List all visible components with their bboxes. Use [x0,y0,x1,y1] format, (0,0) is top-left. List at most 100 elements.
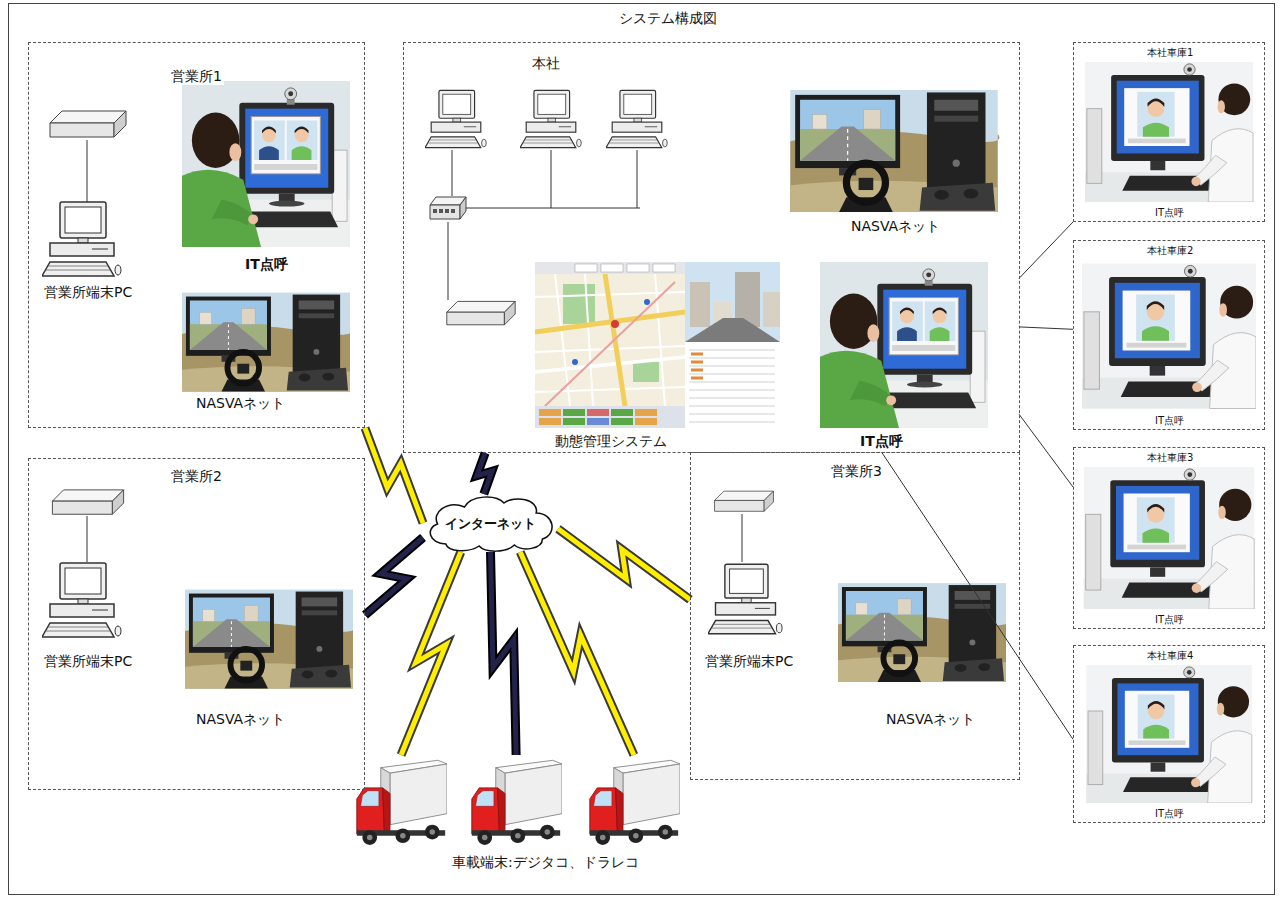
pc-icon [606,90,667,147]
fleet-map-screenshot [535,262,780,428]
region-label: 本社 [530,55,562,72]
equipment-label: NASVAネット [194,711,287,728]
pc-icon [42,563,121,637]
site-region: 営業所2 営業所端末PC NASVAネット [28,458,365,790]
lightning-outline [365,428,423,523]
cloud-shape [430,497,552,551]
site-region: 営業所1 営業所端末PC IT点呼 NASVAネット [28,42,365,428]
equipment-node: NASVAネット [181,289,353,414]
equipment-node: IT点呼 [791,259,1019,453]
garage-roll-call-photo [1082,264,1256,409]
router-icon [447,301,515,324]
hub-icon [430,197,466,219]
lightning-link [491,552,517,755]
pc-icon [425,90,486,147]
lightning-link [365,538,423,616]
connector-line [1019,327,1073,329]
garage-name: 本社車庫4 [1145,650,1195,662]
equipment-label: NASVAネット [849,218,942,235]
connector-stroke [1019,327,1073,329]
driving-simulator-photo [185,590,354,689]
terminal-label: IT点呼 [1153,808,1186,820]
network-wire [87,516,88,562]
connector-stroke [1019,222,1073,278]
equipment-node: 車載端末:デジタコ、ドラレコ [350,755,740,875]
lightning-link [477,453,492,494]
terminal-label: IT点呼 [1153,415,1186,427]
garage-terminal-box: 本社車庫4IT点呼 [1073,645,1265,823]
network-wire [87,140,88,202]
lightning-outline [520,552,634,755]
equipment-label: 車載端末:デジタコ、ドラレコ [450,854,641,871]
router-icon [715,491,774,511]
equipment-label: 営業所端末PC [703,653,795,670]
equipment-label: NASVAネット [884,711,977,728]
pc-icon [708,564,782,633]
garage-terminal-box: 本社車庫1IT点呼 [1073,42,1265,222]
connector-line [882,453,1073,739]
garage-name: 本社車庫1 [1145,47,1195,59]
garage-roll-call-photo [1085,62,1253,202]
it-roll-call-photo [820,262,988,428]
cloud-label: インターネット [443,516,538,532]
garage-terminal-box: 本社車庫3IT点呼 [1073,447,1265,629]
connector-line [1019,222,1073,278]
truck-icon [472,760,562,845]
it-roll-call-photo [182,81,350,247]
network-wire [742,514,743,562]
garage-roll-call-photo [1086,665,1252,803]
lightning-fill [558,529,690,600]
lightning-outline [558,529,690,600]
equipment-node: 営業所端末PC [31,556,161,672]
lightning-link [520,552,634,755]
internet-cloud: インターネット [423,494,558,552]
terminal-label: IT点呼 [1153,207,1186,219]
driving-simulator-photo [790,90,999,212]
equipment-node: 営業所端末PC [31,201,161,306]
garage-name: 本社車庫3 [1145,452,1195,464]
lightning-fill [365,538,423,616]
truck-icon [357,760,447,845]
equipment-label: IT点呼 [243,256,290,273]
diagram-title: システム構成図 [617,10,719,27]
driving-simulator-photo [838,583,1007,682]
connector-stroke [882,453,1073,739]
equipment-label: NASVAネット [194,395,287,412]
connector-line [1019,414,1073,487]
lightning-outline [401,552,461,755]
site-region: 本社 NASVAネット動態管理システム IT点呼 [403,42,1020,453]
lightning-fill [477,453,492,494]
region-label: 営業所1 [169,68,224,85]
equipment-label: 営業所端末PC [42,653,134,670]
equipment-node: NASVAネット [839,571,1011,731]
pc-icon [42,202,121,276]
site-region: 営業所3 営業所端末PC NASVAネット [690,452,1020,780]
lightning-outline [477,453,492,494]
lightning-link [558,529,690,600]
truck-icon [590,760,680,845]
lightning-fill [365,428,423,523]
region-label: 営業所2 [169,468,224,485]
outer-frame [9,4,1275,895]
connector-stroke [1019,414,1073,487]
equipment-label: IT点呼 [858,433,905,450]
equipment-label: 営業所端末PC [42,284,134,301]
region-label: 営業所3 [829,463,884,480]
lightning-outline [491,552,517,755]
equipment-node: 営業所端末PC [701,556,811,672]
garage-terminal-box: 本社車庫2IT点呼 [1073,240,1265,430]
equipment-node: 動態管理システム [534,259,784,453]
router-icon [50,111,126,137]
terminal-label: IT点呼 [1153,614,1186,626]
lightning-link [365,428,423,523]
lightning-fill [401,552,461,755]
lightning-outline [365,538,423,616]
garage-name: 本社車庫2 [1145,245,1195,257]
driving-simulator-photo [182,293,351,392]
equipment-node: IT点呼 [181,79,353,275]
pc-icon [520,90,581,147]
lightning-link [401,552,461,755]
equipment-node: NASVAネット [771,89,1019,237]
